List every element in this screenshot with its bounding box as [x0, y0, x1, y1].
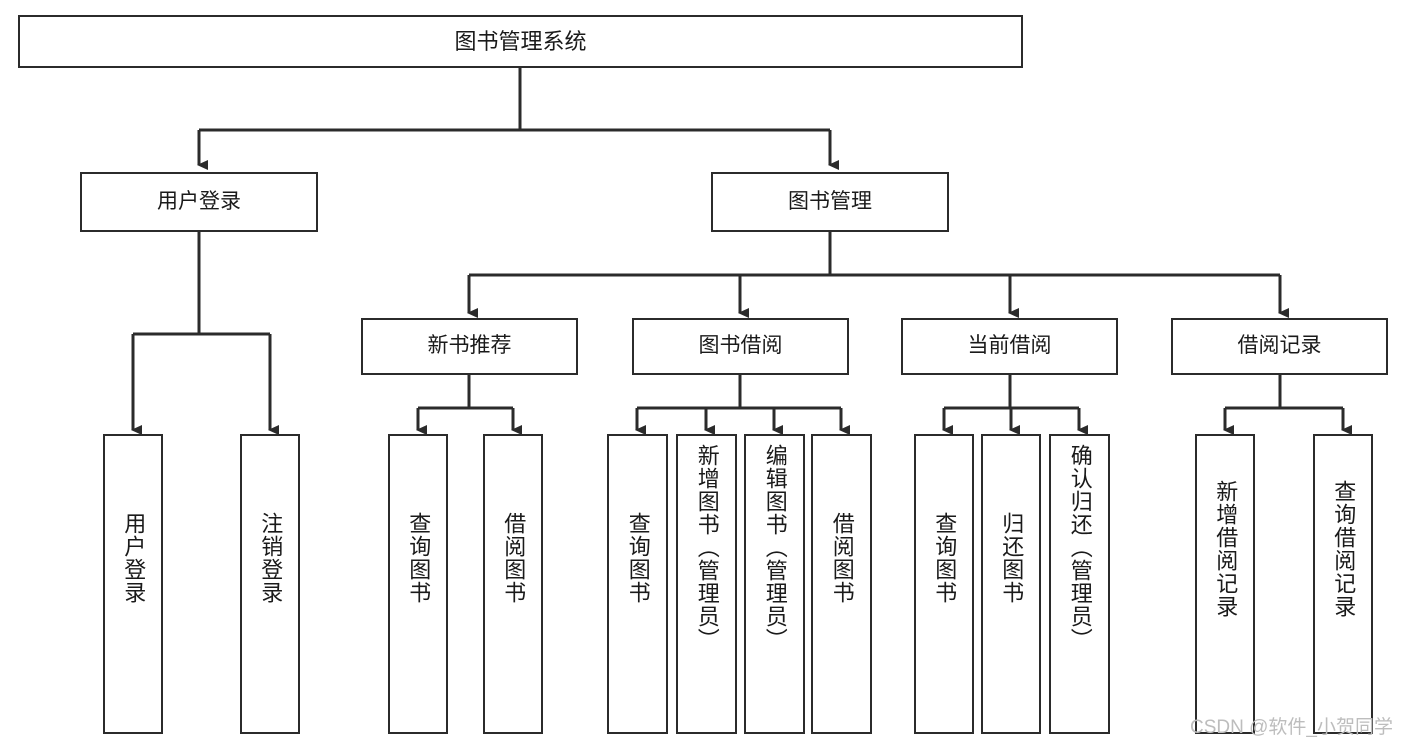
node-label: 编辑图书（管理员） — [762, 444, 788, 651]
node-label: 用户登录 — [121, 512, 147, 604]
node-label: 查询图书 — [932, 512, 958, 604]
leaf-add-borrow-record[interactable]: 新增借阅记录 — [1195, 434, 1255, 734]
leaf-query-book-current[interactable]: 查询图书 — [914, 434, 974, 734]
node-new-book-recommendation[interactable]: 新书推荐 — [361, 318, 578, 375]
node-label: 借阅记录 — [1237, 334, 1322, 358]
node-label: 图书管理系统 — [454, 28, 587, 54]
node-label: 查询图书 — [625, 512, 651, 604]
node-user-login[interactable]: 用户登录 — [80, 172, 318, 232]
node-label: 查询图书 — [406, 512, 432, 604]
node-label: 用户登录 — [157, 189, 241, 213]
node-borrow-record[interactable]: 借阅记录 — [1171, 318, 1388, 375]
leaf-borrow-book-newbook[interactable]: 借阅图书 — [483, 434, 543, 734]
leaf-borrow-book[interactable]: 借阅图书 — [811, 434, 872, 734]
leaf-add-book-admin[interactable]: 新增图书（管理员） — [676, 434, 737, 734]
node-label: 借阅图书 — [501, 512, 527, 604]
leaf-user-login[interactable]: 用户登录 — [103, 434, 163, 734]
node-label: 新书推荐 — [427, 334, 512, 358]
leaf-edit-book-admin[interactable]: 编辑图书（管理员） — [744, 434, 805, 734]
leaf-query-borrow-record[interactable]: 查询借阅记录 — [1313, 434, 1373, 734]
leaf-return-book[interactable]: 归还图书 — [981, 434, 1041, 734]
node-root-library-management-system[interactable]: 图书管理系统 — [18, 15, 1023, 68]
node-label: 注销登录 — [258, 512, 284, 604]
node-label: 新增借阅记录 — [1213, 480, 1239, 618]
leaf-query-book-newbook[interactable]: 查询图书 — [388, 434, 448, 734]
node-book-management[interactable]: 图书管理 — [711, 172, 949, 232]
node-label: 新增图书（管理员） — [694, 444, 720, 651]
node-book-borrow[interactable]: 图书借阅 — [632, 318, 849, 375]
leaf-confirm-return-admin[interactable]: 确认归还（管理员） — [1049, 434, 1110, 734]
leaf-query-book-borrow[interactable]: 查询图书 — [607, 434, 668, 734]
node-label: 借阅图书 — [829, 512, 855, 604]
node-current-borrow[interactable]: 当前借阅 — [901, 318, 1118, 375]
node-label: 归还图书 — [999, 512, 1025, 604]
node-label: 图书管理 — [788, 189, 872, 213]
node-label: 图书借阅 — [698, 334, 783, 358]
node-label: 确认归还（管理员） — [1067, 444, 1093, 651]
node-label: 查询借阅记录 — [1331, 480, 1357, 618]
leaf-logout[interactable]: 注销登录 — [240, 434, 300, 734]
node-label: 当前借阅 — [967, 334, 1052, 358]
